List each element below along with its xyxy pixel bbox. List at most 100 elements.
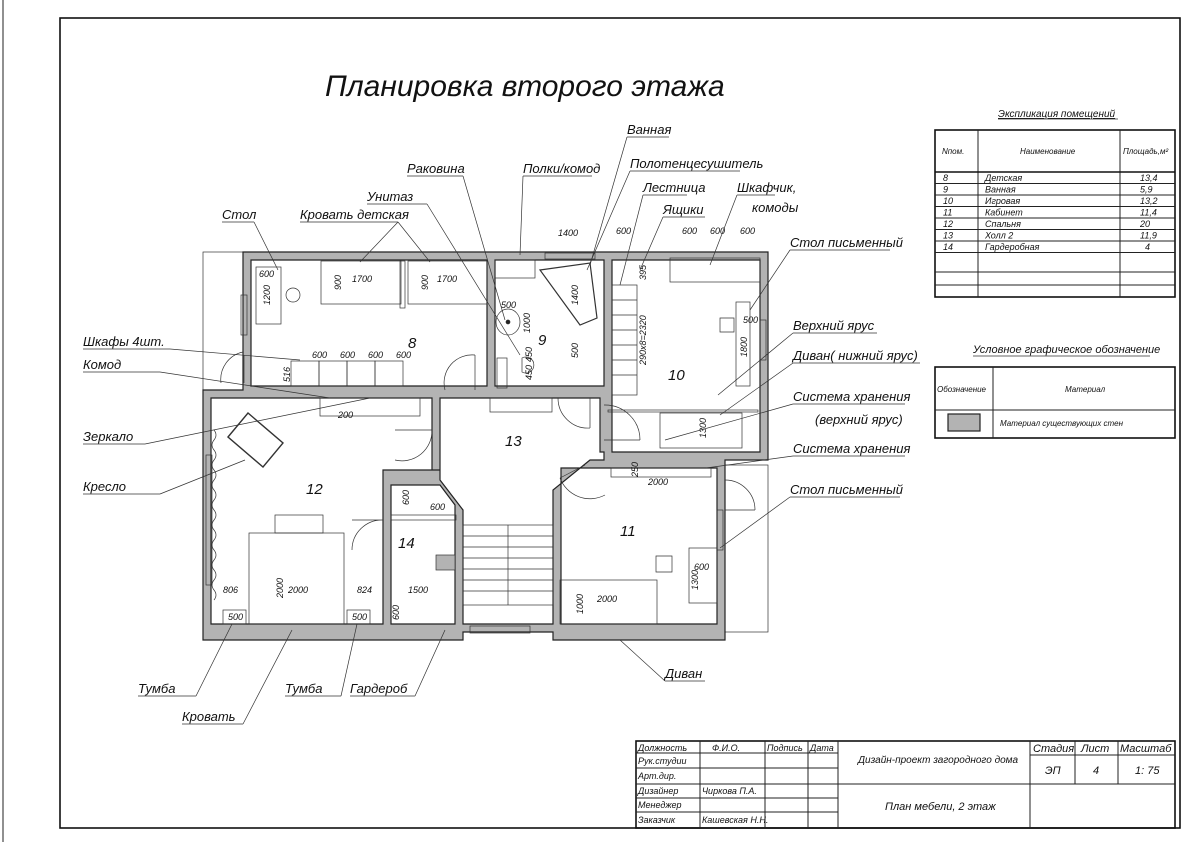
furniture [211, 257, 761, 625]
text-label: 20 [1139, 219, 1150, 229]
text-label: 9 [943, 185, 948, 195]
text-label: Наименование [1020, 147, 1076, 156]
text-label: Кашевская Н.Н. [702, 815, 768, 825]
text-label: Материал существующих стен [1000, 419, 1124, 428]
dimension: 600 [401, 490, 411, 505]
text-label: Арт.дир. [637, 771, 676, 781]
text-label: Гардеробная [985, 242, 1040, 252]
text-label: Игровая [985, 196, 1020, 206]
dimension: 2000 [647, 477, 668, 487]
text-label: 13,2 [1140, 196, 1158, 206]
text-label: Лист [1080, 743, 1109, 755]
callout-label: Стол письменный [790, 482, 903, 497]
room-number: 13 [505, 433, 522, 450]
callout-label: Верхний ярус [793, 318, 875, 333]
dimension: 1700 [437, 274, 457, 284]
legend-title: Условное графическое обозначение [972, 344, 1160, 356]
callout-label: Стол письменный [790, 235, 903, 250]
dimension: 900 [420, 275, 430, 290]
text-label: 4 [1093, 765, 1099, 777]
title-block: Должность Ф.И.О. Подпись Дата Рук.студии… [635, 740, 1176, 829]
text-label: Подпись [767, 743, 803, 753]
text-label: 14 [943, 242, 953, 252]
staircase [462, 284, 638, 606]
dimension: 1300 [690, 570, 700, 590]
text-label: Материал [1065, 385, 1106, 394]
door [443, 354, 476, 391]
callout-label: Система хранения [793, 389, 911, 404]
dimension: 500 [352, 612, 367, 622]
text-label: ЭП [1045, 765, 1061, 777]
text-label: Ф.И.О. [712, 743, 740, 753]
door [724, 479, 756, 511]
text-label: 11,9 [1140, 231, 1157, 241]
dimension: 1200 [262, 285, 272, 305]
door [394, 429, 433, 462]
callout-labels: Ванная Раковина Полки/комод Полотенцесуш… [83, 122, 918, 724]
dimension: 1000 [522, 313, 532, 333]
dimension: 600 [391, 605, 401, 620]
text-label: 11,4 [1140, 208, 1157, 218]
text-label: Детская [984, 173, 1022, 183]
dimension: 600 [430, 502, 445, 512]
dimension: 600 [740, 226, 755, 236]
text-label: 1: 75 [1135, 765, 1160, 777]
callout-label: Система хранения [793, 441, 911, 456]
callout-label: Кровать детская [300, 207, 409, 222]
dimension: 500 [228, 612, 243, 622]
callout-label: Тумба [285, 681, 322, 696]
text-label: Nпом. [942, 147, 964, 156]
callout-label: Шкафчик, [737, 180, 796, 195]
room-number: 8 [408, 335, 417, 352]
text-label: Дата [809, 743, 834, 753]
text-label: Заказчик [638, 815, 676, 825]
legend-table: Условное графическое обозначение Обознач… [934, 344, 1176, 439]
callout-label: Кровать [182, 709, 236, 724]
dimension: 1000 [575, 594, 585, 614]
callout-label: Ящики [662, 202, 704, 217]
text-label: 13 [943, 231, 953, 241]
room-number: 10 [668, 367, 685, 384]
dimension: 1400 [558, 228, 578, 238]
callout-label: Полки/комод [523, 161, 600, 176]
text-label: Стадия [1033, 743, 1074, 755]
callout-label: Шкафы 4шт. [83, 334, 165, 349]
text-label: Холл 2 [984, 231, 1013, 241]
dimension: 500 [570, 343, 580, 358]
text-label: Рук.студии [638, 756, 687, 766]
callout-label: Полотенцесушитель [630, 156, 763, 171]
callout-label: Гардероб [350, 681, 408, 696]
dimension: 600 [312, 350, 327, 360]
dimension: 824 [357, 585, 372, 595]
text-label: 5,9 [1140, 185, 1153, 195]
door [603, 404, 641, 441]
wall-material-swatch [947, 413, 981, 432]
walls-existing [202, 251, 769, 641]
dimension: 450 [524, 365, 534, 380]
dimension: 600 [682, 226, 697, 236]
text-label: Менеджер [638, 800, 682, 810]
dimension: 500 [743, 315, 758, 325]
text-label: Чиркова П.А. [702, 786, 757, 796]
callout-label: Стол [222, 207, 257, 222]
door [557, 397, 591, 429]
dimension: 2000 [596, 594, 617, 604]
room-number: 14 [398, 535, 415, 552]
room-number: 11 [620, 523, 636, 540]
dimension: 600 [694, 562, 709, 572]
dimension: 600 [259, 269, 274, 279]
dimension: 2000 [275, 578, 285, 599]
dimension: 450 [524, 347, 534, 362]
page-title: Планировка второго этажа [325, 70, 725, 103]
project-name: Дизайн-проект загородного дома [857, 755, 1019, 766]
callout-label: Диван [663, 666, 702, 681]
room-number: 9 [538, 332, 547, 349]
dimension: 600 [368, 350, 383, 360]
text-label: 13,4 [1140, 173, 1158, 183]
text-label: Ванная [985, 185, 1016, 195]
dimension: 900 [333, 275, 343, 290]
dimension: 1300 [698, 418, 708, 438]
explication-table: Экспликация помещений Nпом. Наименование… [934, 109, 1176, 298]
